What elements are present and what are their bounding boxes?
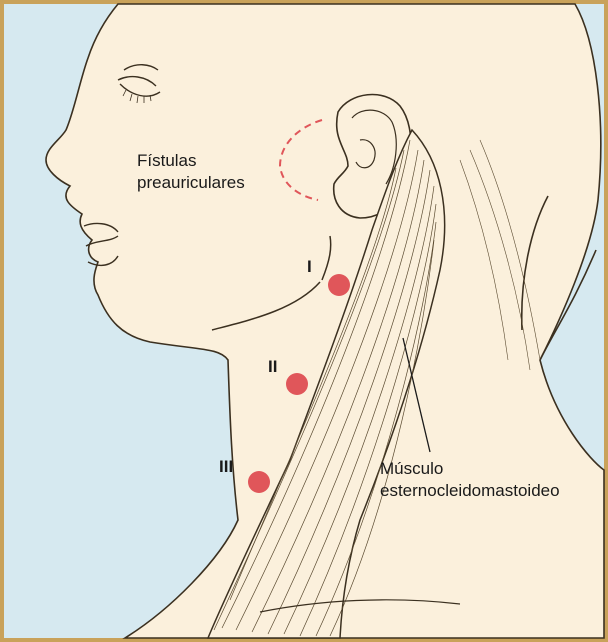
marker-dot-iii — [248, 471, 270, 493]
muscle-label-line1: Músculo — [380, 459, 443, 478]
marker-dot-ii — [286, 373, 308, 395]
fistulas-label-line1: Fístulas — [137, 151, 197, 170]
fistulas-label-line2: preauriculares — [137, 173, 245, 192]
marker-label-i: I — [307, 257, 312, 276]
marker-label-iii: III — [219, 457, 233, 476]
marker-label-ii: II — [268, 357, 277, 376]
marker-dot-i — [328, 274, 350, 296]
muscle-label-line2: esternocleidomastoideo — [380, 481, 560, 500]
